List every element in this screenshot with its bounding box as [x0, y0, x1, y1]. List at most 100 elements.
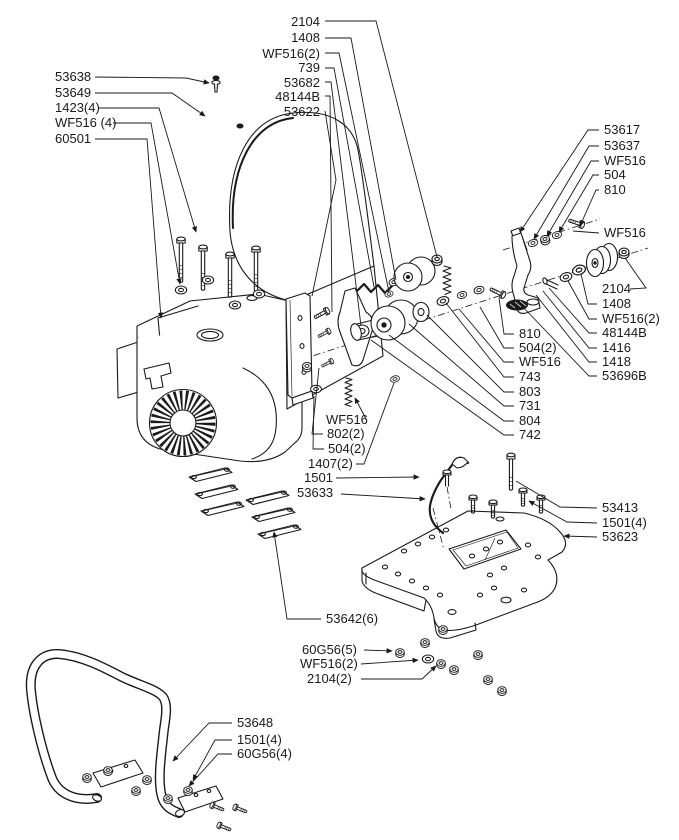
leader-line-804 [388, 334, 514, 422]
part-label-wf516-2-top: WF516(2) [262, 46, 320, 61]
spring-icon [442, 265, 452, 296]
part-label-53623: 53623 [602, 529, 638, 544]
leader-line-48144b-top [325, 95, 333, 313]
leader-line-60g56-4 [188, 753, 232, 787]
leader-line-2104-r [624, 257, 647, 290]
deck-plate [361, 510, 567, 639]
leader-line-743 [445, 302, 514, 378]
part-label-1418: 1418 [602, 354, 631, 369]
washer-icon [174, 285, 188, 295]
part-label-60g56-5: 60G56(5) [302, 642, 357, 657]
leader-line-wf516-2-b [360, 657, 419, 665]
leader-line-wf516-rt2 [572, 230, 600, 234]
leader-line-1418 [535, 294, 597, 363]
handle-bar-assembly [25, 649, 249, 834]
nut-icon [163, 794, 173, 804]
bolt-1501-icon [442, 469, 452, 510]
nut-icon [497, 686, 507, 696]
part-label-810-rt: 810 [604, 182, 626, 197]
part-label-53638: 53638 [55, 69, 91, 84]
part-label-60501: 60501 [55, 131, 91, 146]
leader-line-802-2 [311, 367, 323, 435]
nut-icon [131, 786, 141, 796]
disc-icon [412, 301, 430, 323]
washer-icon [310, 384, 322, 394]
leader-line-wf516-spring [354, 397, 367, 420]
part-label-1501-4-b: 1501(4) [237, 732, 282, 747]
part-label-731: 731 [519, 398, 541, 413]
callout-layer: 21041408WF516(2)7395368248144B5362253638… [55, 14, 660, 787]
leader-line-504-2-m [479, 306, 514, 349]
part-label-1408-top: 1408 [291, 30, 320, 45]
part-label-504-2-m: 504(2) [519, 340, 557, 355]
washer-icon [201, 275, 215, 285]
handle-tube-fill [27, 650, 183, 817]
nut-icon [183, 786, 193, 796]
main-pulley-assembly [350, 284, 508, 341]
upper-pulley [393, 256, 436, 292]
part-label-742: 742 [519, 427, 541, 442]
leader-line-2104-2 [361, 665, 437, 680]
part-label-504-2-l: 504(2) [328, 441, 366, 456]
flywheel-fins [148, 388, 218, 458]
leader-line-wf516-rt [546, 160, 599, 237]
leader-line-53682 [325, 81, 362, 327]
leader-line-wf516-2-top [325, 52, 390, 293]
leader-line-53623 [563, 533, 598, 539]
part-label-wf516-spring: WF516 [326, 412, 368, 427]
leader-line-1408-top [325, 37, 397, 281]
idler-rod-53633 [428, 456, 470, 551]
part-label-48144b-top: 48144B [275, 89, 320, 104]
leader-line-504 [558, 174, 599, 233]
bolt-53638-icon [211, 75, 221, 93]
leader-line-wf516-4 [113, 122, 182, 285]
nut-icon [436, 659, 446, 669]
part-label-48144b-r: 48144B [602, 325, 647, 340]
nut-icon [449, 665, 459, 675]
spring-wf516-icon [344, 377, 353, 408]
leader-line-1501-4-b [192, 739, 232, 781]
part-label-53649: 53649 [55, 85, 91, 100]
clutch-arm-assembly [506, 216, 630, 314]
part-label-2104-top: 2104 [291, 14, 320, 29]
cover-bolt-icon [236, 123, 244, 129]
leader-line-53696b [523, 307, 597, 377]
roller-wheel [585, 242, 619, 278]
nut-icon [103, 766, 113, 776]
part-label-2104-2: 2104(2) [307, 671, 352, 686]
nut-icon [473, 650, 483, 660]
part-label-53642-6: 53642(6) [326, 611, 378, 626]
part-label-1407-2: 1407(2) [308, 456, 353, 471]
washer-icon [252, 289, 266, 299]
nut-icon [438, 625, 448, 635]
leader-line-739 [325, 67, 375, 288]
part-label-803: 803 [519, 384, 541, 399]
mount-plate [177, 785, 224, 813]
leader-line-60g56-5 [363, 648, 393, 654]
nut-icon [142, 775, 152, 785]
leader-line-731 [408, 323, 514, 407]
part-label-wf516-rt2: WF516 [604, 225, 646, 240]
part-label-wf516-4: WF516 (4) [55, 115, 116, 130]
leader-line-53622 [311, 110, 337, 297]
leader-line-48144b-r [548, 287, 597, 334]
leader-line-53633 [340, 493, 426, 502]
leader-line-53413 [515, 480, 598, 509]
leader-line-1408-r [580, 273, 597, 305]
part-label-1416: 1416 [602, 340, 631, 355]
part-label-1408-r: 1408 [602, 296, 631, 311]
leader-line-53637 [533, 145, 599, 240]
fuel-cap [196, 328, 224, 342]
part-label-wf516-2-r: WF516(2) [602, 311, 660, 326]
part-label-53637: 53637 [604, 138, 640, 153]
part-label-804: 804 [519, 413, 541, 428]
engine [116, 293, 303, 463]
leader-line-53649 [95, 92, 206, 117]
nut-icon [483, 675, 493, 685]
leader-line-wf516-2-r [567, 280, 597, 320]
leader-line-1423-4 [98, 107, 198, 233]
part-label-53413: 53413 [602, 500, 638, 515]
nut-icon [618, 247, 630, 260]
